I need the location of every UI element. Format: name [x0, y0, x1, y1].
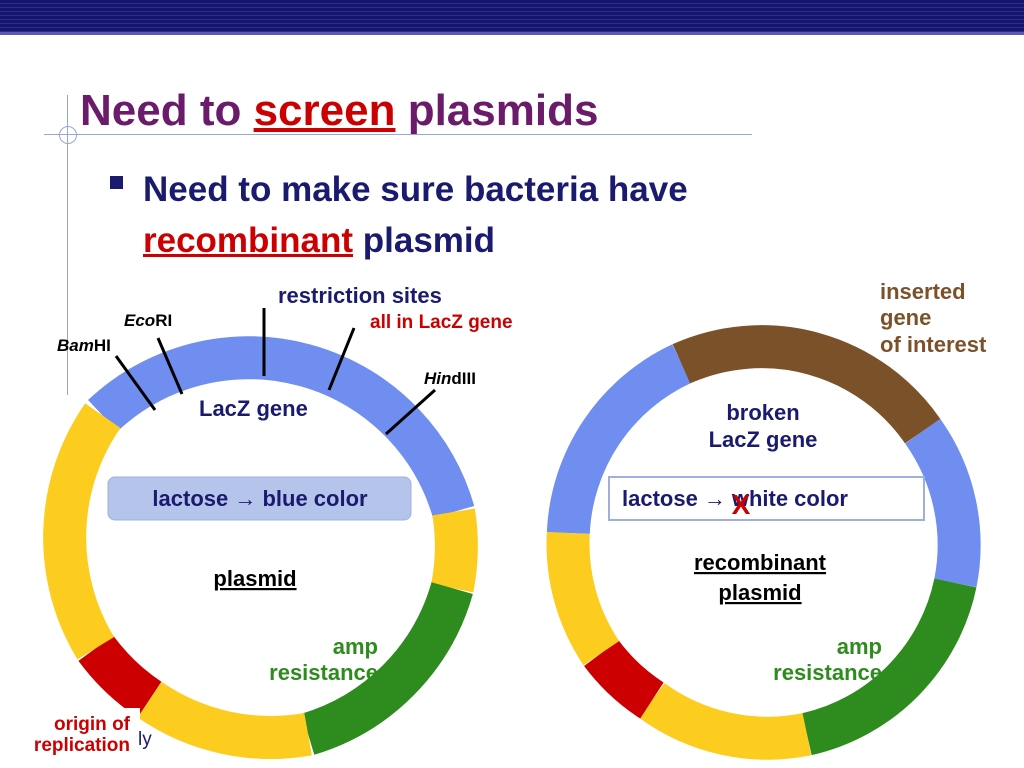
left-yellow-segment-left: [43, 403, 121, 660]
right-amp-label: amp: [837, 634, 882, 659]
left-center-label: plasmid: [213, 566, 296, 591]
right-lacz-segment-right: [904, 418, 981, 588]
lacz-gene-label: LacZ gene: [199, 396, 308, 421]
right-yellow-segment-bottom: [639, 682, 812, 760]
right-center-line1: recombinant: [694, 550, 827, 575]
broken-line2: LacZ gene: [709, 427, 818, 452]
bullet-highlight: recombinant: [143, 221, 354, 260]
vertical-guide-line: [67, 95, 68, 395]
left-lacz-segment: [88, 336, 475, 519]
origin-line2: replication: [34, 735, 130, 756]
left-resistance-label: resistance: [269, 660, 378, 685]
bullet-text: Need to make sure bacteria have recombin…: [143, 170, 688, 260]
inserted-line1: inserted: [880, 279, 966, 304]
white-color-text: lactose→white color: [622, 486, 848, 511]
ecori-label: EcoRI: [124, 311, 172, 330]
footer-fragment: ly: [138, 729, 152, 750]
all-in-lacz-label: all in LacZ gene: [370, 312, 513, 333]
inserted-line3: of interest: [880, 332, 987, 357]
left-yellow-segment-bottom: [137, 681, 312, 759]
left-origin-segment: [78, 635, 162, 718]
top-banner-rule: [0, 32, 1024, 35]
left-plasmid-ring: [43, 336, 478, 759]
left-yellow-segment-right: [431, 508, 478, 593]
top-banner: [0, 0, 1024, 32]
right-yellow-segment-left: [546, 531, 620, 666]
right-resistance-label: resistance: [773, 660, 882, 685]
hindiii-label: HindIII: [424, 369, 476, 388]
guide-circle-icon: [59, 126, 77, 144]
slide-title: Need to screen plasmids: [80, 86, 599, 135]
origin-line1: origin of: [54, 714, 131, 735]
restriction-sites-label: restriction sites: [278, 283, 442, 308]
right-origin-segment: [584, 639, 665, 719]
blue-color-box: [107, 476, 412, 521]
broken-line1: broken: [726, 400, 799, 425]
inserted-line2: gene: [880, 305, 931, 330]
title-guide-line: [44, 134, 752, 135]
right-plasmid-ring: [546, 325, 981, 760]
bamhi-label: BamHI: [57, 336, 111, 355]
right-amp-segment: [801, 578, 977, 756]
right-lacz-segment-left: [546, 344, 691, 535]
left-amp-segment: [301, 581, 473, 755]
origin-label-backdrop: [10, 708, 140, 758]
restriction-site-lines: [114, 308, 437, 436]
blue-color-text: lactose → blue color: [152, 486, 368, 511]
title-highlight: screen: [253, 86, 396, 135]
left-amp-label: amp: [333, 634, 378, 659]
right-center-line2: plasmid: [718, 580, 801, 605]
square-bullet-icon: [110, 176, 123, 189]
white-color-box: [608, 476, 925, 521]
right-insert-segment: [672, 325, 941, 444]
cross-mark-icon: X: [732, 489, 751, 520]
